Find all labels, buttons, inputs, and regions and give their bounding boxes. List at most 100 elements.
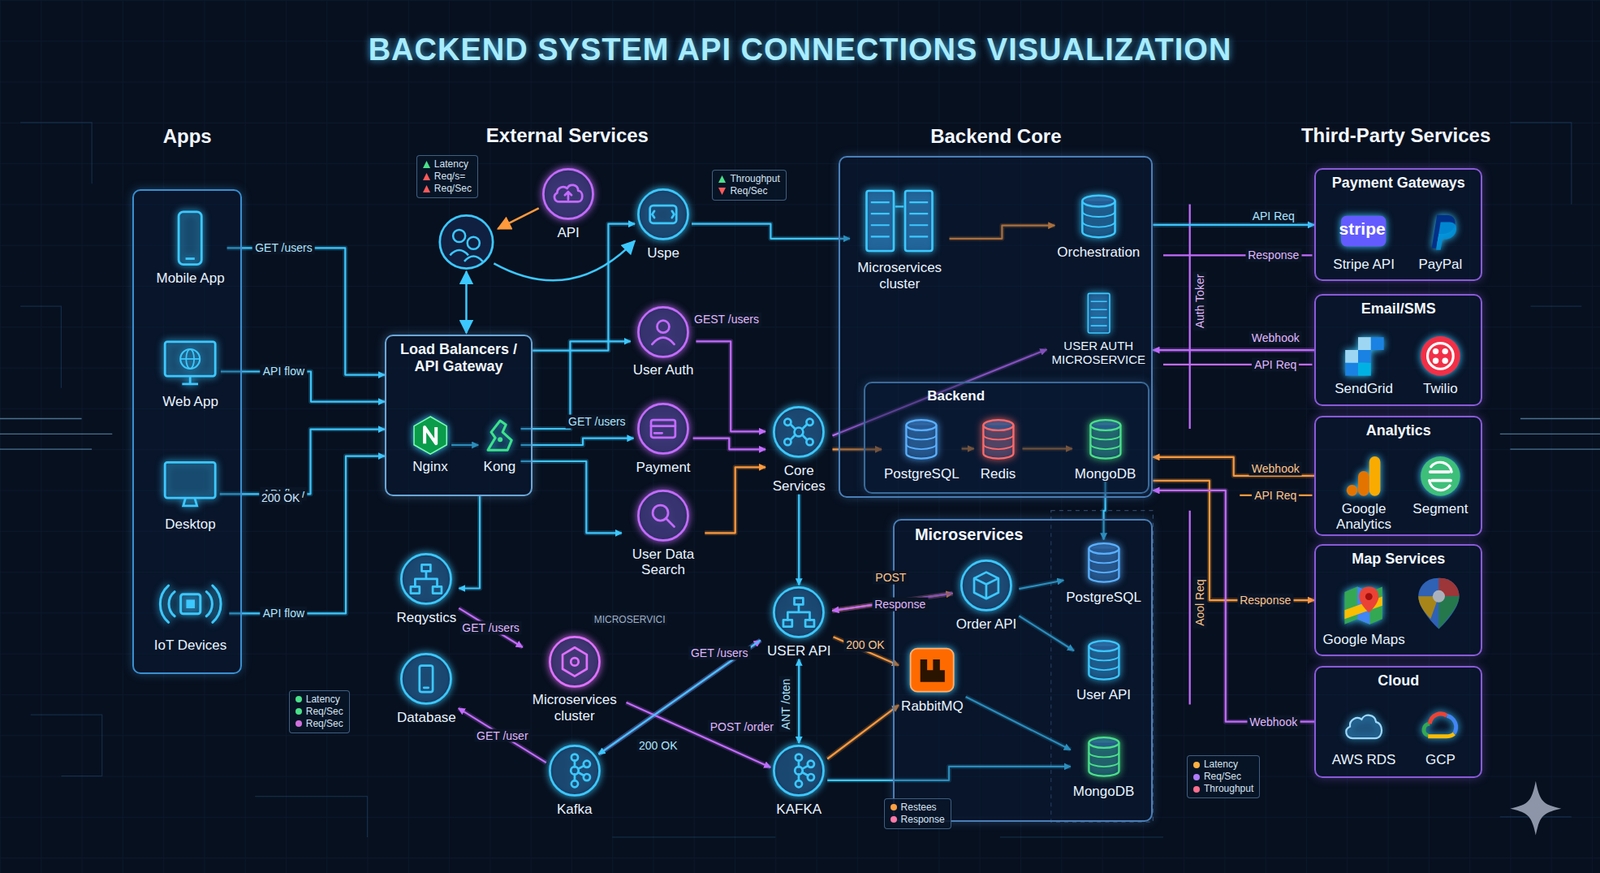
connector xyxy=(521,461,622,533)
servers-icon xyxy=(863,185,936,257)
g-part xyxy=(866,190,933,251)
connector-glow xyxy=(227,247,385,375)
node-label: IoT Devices xyxy=(151,637,229,654)
path-part xyxy=(920,659,945,682)
legend-symbol xyxy=(718,187,726,195)
annotation: Auth Toker xyxy=(1193,271,1208,331)
edge-label: POST /order xyxy=(707,720,777,734)
node-label: Redis xyxy=(974,465,1023,483)
service-node: Redis xyxy=(974,415,1023,482)
legend-symbol xyxy=(718,175,726,183)
group-panel: Backend CoreMicroservices clusterOrchest… xyxy=(838,155,1153,498)
circ-icon xyxy=(398,651,454,707)
db-icon xyxy=(897,415,945,463)
circ-icon xyxy=(635,186,691,242)
g-part xyxy=(652,504,674,527)
legend-box: ThroughputReq/Sec xyxy=(711,169,786,201)
diagram-title: BACKEND SYSTEM API CONNECTIONS VISUALIZA… xyxy=(0,32,1600,68)
node-label: MongoDB xyxy=(1070,783,1138,800)
path-part xyxy=(651,211,674,218)
connector-glow xyxy=(796,659,802,743)
panel-heading: Apps xyxy=(85,125,289,148)
path-part xyxy=(665,517,674,527)
section-heading: External Services xyxy=(486,124,649,148)
g-part xyxy=(562,646,587,676)
panel-heading: Payment Gateways xyxy=(1315,169,1481,192)
node-label: Reqystics xyxy=(394,609,460,626)
edge-label: 200 OK xyxy=(843,638,887,652)
legend-row: Req/Sec xyxy=(295,717,344,730)
edge-label: API flow xyxy=(260,606,307,621)
path-part xyxy=(449,250,483,262)
node-label: User API xyxy=(1073,686,1134,703)
service-node: User API xyxy=(1073,636,1134,703)
connector xyxy=(458,608,523,647)
circ-icon xyxy=(547,742,603,798)
service-node: KAFKA xyxy=(770,742,828,817)
annotation: stripe xyxy=(1339,218,1386,239)
g-part xyxy=(651,419,676,438)
node-label: MongoDB xyxy=(1072,465,1139,483)
legend-swatch xyxy=(1193,773,1200,781)
circle-part xyxy=(1365,593,1373,601)
connector xyxy=(695,340,766,432)
edge-label: GET /users xyxy=(459,621,522,635)
connector xyxy=(797,659,800,743)
rect-part xyxy=(1345,349,1359,363)
legend-row: Response xyxy=(890,813,945,826)
circle-part xyxy=(570,657,579,666)
connector xyxy=(626,702,772,768)
node-label: AWS RDS xyxy=(1329,751,1399,768)
legend-text: Req/Sec xyxy=(434,182,472,195)
circle-part xyxy=(549,745,600,795)
decor-arrow xyxy=(497,207,539,229)
service-node: Nginx xyxy=(409,414,452,475)
service-node: Kong xyxy=(478,414,521,475)
rect-part xyxy=(1358,349,1372,363)
circle-part xyxy=(181,349,201,369)
circle-part xyxy=(961,560,1011,610)
legend-row: Throughput xyxy=(1193,782,1254,795)
circle-part xyxy=(570,766,579,775)
legend-swatch xyxy=(890,815,898,823)
node-label: Stripe API xyxy=(1330,256,1398,273)
connector xyxy=(693,438,766,450)
circle-part xyxy=(638,490,688,540)
db-icon xyxy=(1073,190,1125,242)
node-label: PostgreSQL xyxy=(881,465,962,483)
connector xyxy=(458,707,547,763)
connector-glow xyxy=(521,461,622,533)
path-part xyxy=(1423,723,1430,735)
connector-glow xyxy=(1152,347,1315,353)
service-node: Desktop xyxy=(160,455,220,532)
annotation: API Req xyxy=(1251,487,1299,502)
service-node: MongoDB xyxy=(1072,415,1139,482)
legend-box: LatencyReq/s=Req/Sec xyxy=(416,155,479,199)
circ-icon xyxy=(398,551,454,607)
legend-text: Req/Sec xyxy=(1203,770,1242,783)
annotation: API Req xyxy=(1251,357,1299,371)
path-part xyxy=(1430,471,1451,481)
edge-label: GET /users xyxy=(252,241,315,255)
service-node: User Data Search xyxy=(621,487,706,578)
decor-arrow xyxy=(465,271,468,333)
circ-icon xyxy=(635,401,691,457)
connector-glow xyxy=(521,340,631,429)
edge-label: Webhook xyxy=(1249,461,1303,476)
annotation: MICROSERVICI xyxy=(591,613,669,626)
legend-row: Latency xyxy=(422,158,472,171)
edge-label: POST xyxy=(872,570,909,585)
circle-part xyxy=(1432,348,1439,354)
circle-part xyxy=(1427,342,1454,369)
connector-glow xyxy=(827,704,899,759)
panel-heading: Backend xyxy=(865,383,1148,405)
paypal-icon xyxy=(1418,208,1463,254)
group-panel: BackendPostgreSQL Redis MongoDB xyxy=(863,381,1150,494)
legend-triangle xyxy=(422,172,431,181)
path-part xyxy=(183,497,198,506)
circ-icon xyxy=(540,166,596,222)
connector-glow xyxy=(521,438,634,445)
path-part xyxy=(871,202,928,237)
path-part xyxy=(983,434,1014,449)
